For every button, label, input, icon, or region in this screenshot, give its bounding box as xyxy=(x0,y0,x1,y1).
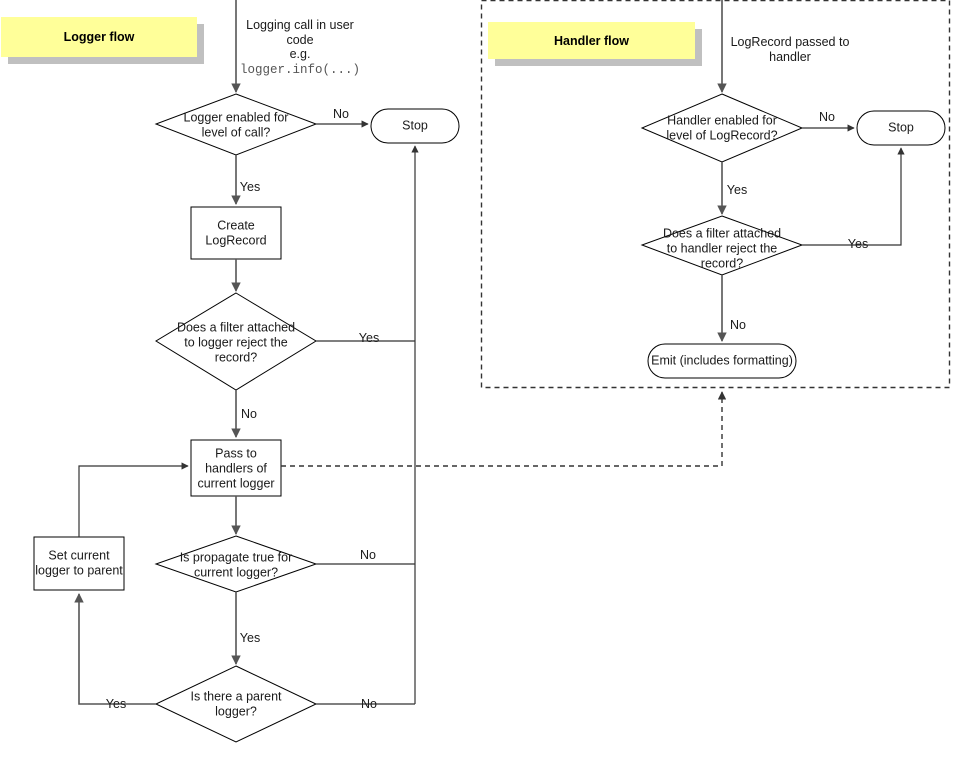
process-set-parent-line1: Set current xyxy=(48,548,110,562)
logger-entry-caption-line1: Logging call in user xyxy=(246,18,354,32)
edge-set-parent-to-handlers xyxy=(78,462,189,537)
logger-entry-caption-line2: code xyxy=(286,33,313,47)
process-create-logrecord xyxy=(190,206,282,260)
handler-entry-caption-line2: handler xyxy=(769,50,811,64)
terminator-emit-label: Emit (includes formatting) xyxy=(651,353,793,367)
process-create-logrecord-line2: LogRecord xyxy=(205,233,266,247)
logger-entry-caption-code: logger.info(...) xyxy=(240,63,360,77)
edge-label-parent-no: No xyxy=(361,697,377,711)
edge-label-handler-filter-no: No xyxy=(730,318,746,332)
process-create-logrecord-line1: Create xyxy=(217,218,255,232)
edge-label-propagate-no: No xyxy=(360,548,376,562)
decision-parent-logger xyxy=(154,665,318,743)
edge-parent-yes xyxy=(74,593,156,705)
decision-handler-enabled-line2: level of LogRecord? xyxy=(666,128,777,142)
process-pass-to-handlers xyxy=(190,439,282,497)
decision-handler-filter-line1: Does a filter attached xyxy=(663,226,781,240)
terminator-handler-stop-label: Stop xyxy=(888,120,914,134)
logger-entry-caption-line3: e.g. xyxy=(290,47,311,61)
edge-label-logger-filter-no: No xyxy=(241,407,257,421)
terminator-emit xyxy=(647,343,797,379)
handler-flow-container xyxy=(480,0,951,389)
handler-flow-legend-label: Handler flow xyxy=(553,33,629,48)
decision-propagate-line2: current logger? xyxy=(194,565,278,579)
edge-label-propagate-yes: Yes xyxy=(240,631,260,645)
handler-entry-caption-line1: LogRecord passed to xyxy=(731,35,850,49)
decision-logger-filter-line3: record? xyxy=(215,350,257,364)
decision-logger-enabled-line1: Logger enabled for xyxy=(184,110,289,124)
edge-handler-filter-yes xyxy=(802,147,905,246)
process-set-parent xyxy=(33,536,125,591)
decision-handler-enabled-line1: Handler enabled for xyxy=(667,113,777,127)
edge-label-handler-enabled-yes: Yes xyxy=(727,183,747,197)
edge-label-logger-enabled-yes: Yes xyxy=(240,180,260,194)
logger-flow-legend-label: Logger flow xyxy=(63,30,135,44)
terminator-logger-stop xyxy=(370,108,460,144)
terminator-handler-stop xyxy=(856,110,946,146)
handler-flow-legend: Handler flow xyxy=(488,22,695,59)
decision-propagate-line1: Is propagate true for xyxy=(180,550,293,564)
decision-parent-logger-line2: logger? xyxy=(215,704,257,718)
process-pass-to-handlers-line1: Pass to xyxy=(215,446,257,460)
edge-label-logger-enabled-no: No xyxy=(333,107,349,121)
decision-handler-filter-line3: record? xyxy=(701,256,743,270)
edge-handlers-to-handler-flow xyxy=(281,391,727,467)
decision-handler-filter-line2: to handler reject the xyxy=(667,241,778,255)
logger-flow-legend: Logger flow xyxy=(1,17,197,57)
decision-logger-filter-line2: to logger reject the xyxy=(184,335,288,349)
terminator-logger-stop-label: Stop xyxy=(402,118,428,132)
edge-label-handler-filter-yes: Yes xyxy=(848,237,868,251)
edge-label-handler-enabled-no: No xyxy=(819,110,835,124)
process-pass-to-handlers-line3: current logger xyxy=(197,476,274,490)
process-pass-to-handlers-line2: handlers of xyxy=(205,461,267,475)
decision-logger-enabled-line2: level of call? xyxy=(202,125,271,139)
edge-label-parent-yes: Yes xyxy=(106,697,126,711)
edge-label-logger-filter-yes: Yes xyxy=(359,331,379,345)
decision-parent-logger-line1: Is there a parent xyxy=(190,689,282,703)
decision-logger-filter-line1: Does a filter attached xyxy=(177,320,295,334)
process-set-parent-line2: logger to parent xyxy=(35,563,123,577)
